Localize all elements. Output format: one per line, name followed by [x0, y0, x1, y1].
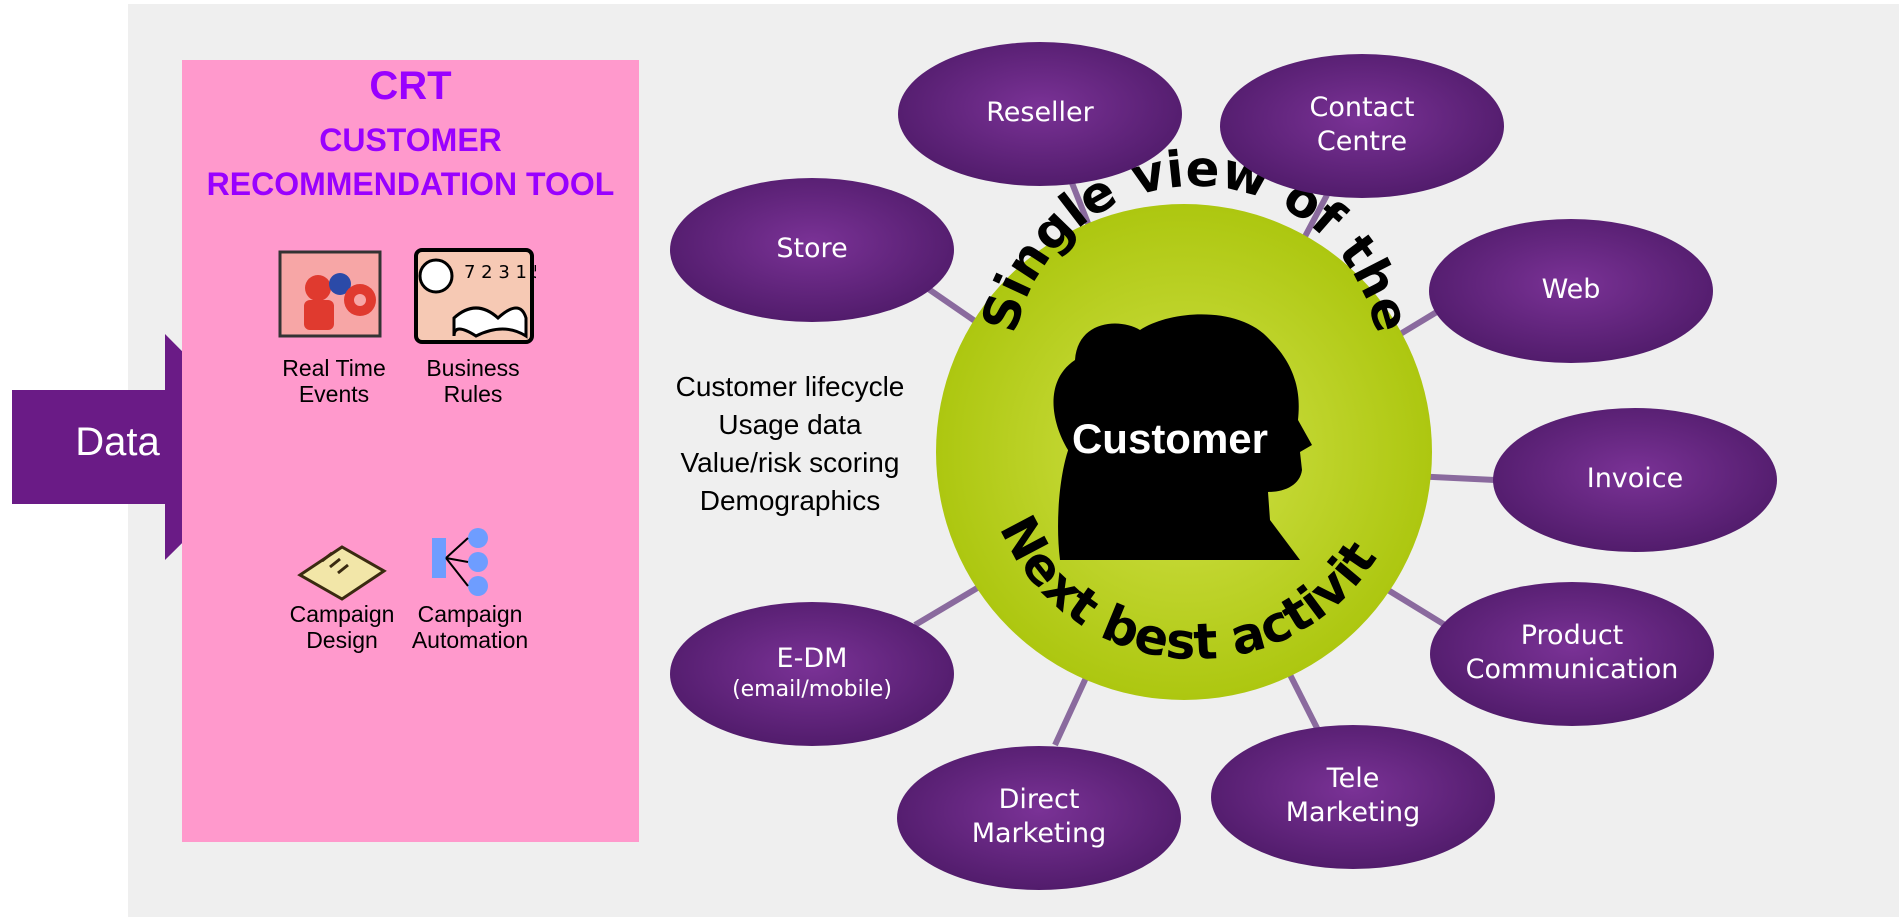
customer-silhouette-icon	[1053, 314, 1312, 560]
channel-nodes	[670, 42, 1777, 890]
node-tele-marketing[interactable]	[1211, 725, 1495, 869]
crt-title: CRT	[369, 64, 452, 108]
crt-panel	[182, 60, 639, 842]
data-source-item: Customer lifecycle	[675, 371, 905, 402]
node-invoice[interactable]	[1493, 408, 1777, 552]
crt-subtitle-line2: RECOMMENDATION TOOL	[206, 166, 615, 202]
data-sources-list: Customer lifecycle Usage data Value/risk…	[640, 368, 940, 520]
node-reseller[interactable]	[898, 42, 1182, 186]
node-store[interactable]	[670, 178, 954, 322]
node-direct-marketing[interactable]	[897, 746, 1181, 890]
data-source-item: Demographics	[699, 485, 881, 516]
node-contact-centre[interactable]	[1220, 54, 1504, 198]
data-source-item: Value/risk scoring	[680, 447, 900, 478]
crt-subtitle-line1: CUSTOMER	[319, 122, 502, 158]
book-numbers-icon: 7 2 3 1 5	[414, 248, 536, 344]
node-web[interactable]	[1429, 219, 1713, 363]
gears-person-icon	[278, 250, 382, 338]
center-customer-label: Customer	[1071, 415, 1269, 462]
hierarchy-icon	[432, 528, 488, 596]
data-arrow-label: Data	[75, 420, 160, 464]
data-source-item: Usage data	[718, 409, 862, 440]
node-edm[interactable]	[670, 602, 954, 746]
svg-text:7 2 3 1 5: 7 2 3 1 5	[464, 262, 536, 283]
node-product-communication[interactable]	[1430, 582, 1714, 726]
notebook-icon	[297, 545, 387, 601]
